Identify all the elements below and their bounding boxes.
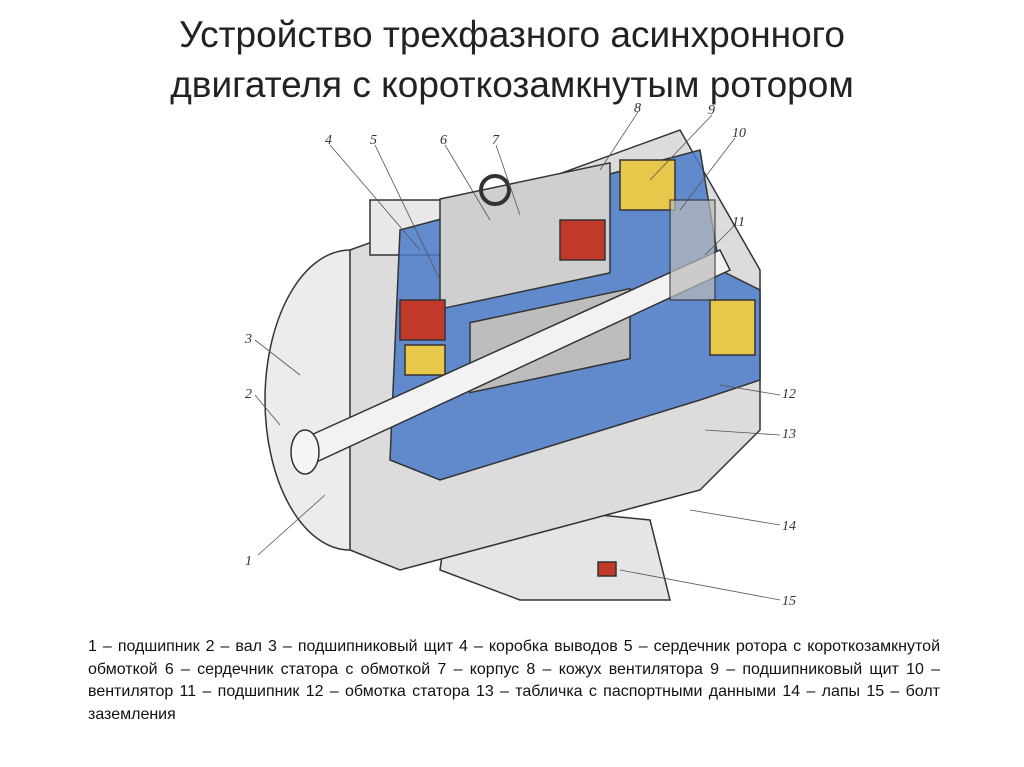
lifting-eye — [479, 174, 511, 206]
winding-red-1 — [399, 299, 446, 341]
callout-12: 12 — [782, 387, 796, 402]
winding-yellow-1 — [404, 344, 446, 376]
callout-9: 9 — [708, 103, 715, 118]
callout-4: 4 — [325, 133, 332, 148]
fan-mesh — [669, 199, 716, 301]
shaft-end — [290, 429, 320, 475]
callout-6: 6 — [440, 133, 447, 148]
callout-15: 15 — [782, 594, 796, 609]
leader-lines — [254, 111, 781, 601]
callout-14: 14 — [782, 519, 796, 534]
callout-7: 7 — [492, 133, 500, 148]
motor-cutaway-illustration: 1 2 3 4 5 6 7 8 9 10 11 12 13 14 15 — [244, 101, 796, 609]
callout-8: 8 — [634, 101, 641, 116]
callout-11: 11 — [732, 215, 745, 230]
legend-caption: 1 – подшипник 2 – вал 3 – подшипниковый … — [88, 638, 940, 723]
callout-3: 3 — [244, 332, 252, 347]
callout-1: 1 — [245, 554, 252, 569]
callout-2: 2 — [245, 387, 252, 402]
winding-red-2 — [559, 219, 606, 261]
callout-10: 10 — [732, 126, 746, 141]
winding-yellow-3 — [709, 299, 756, 356]
title-line-2: двигателя с короткозамкнутым ротором — [170, 64, 854, 105]
winding-yellow-2 — [619, 159, 676, 211]
callout-5: 5 — [370, 133, 377, 148]
motor-body — [264, 129, 761, 601]
title-line-1: Устройство трехфазного асинхронного — [179, 14, 845, 55]
page-title: Устройство трехфазного асинхронного двиг… — [0, 10, 1024, 110]
grounding-bolt — [597, 561, 617, 577]
callout-13: 13 — [782, 427, 796, 442]
